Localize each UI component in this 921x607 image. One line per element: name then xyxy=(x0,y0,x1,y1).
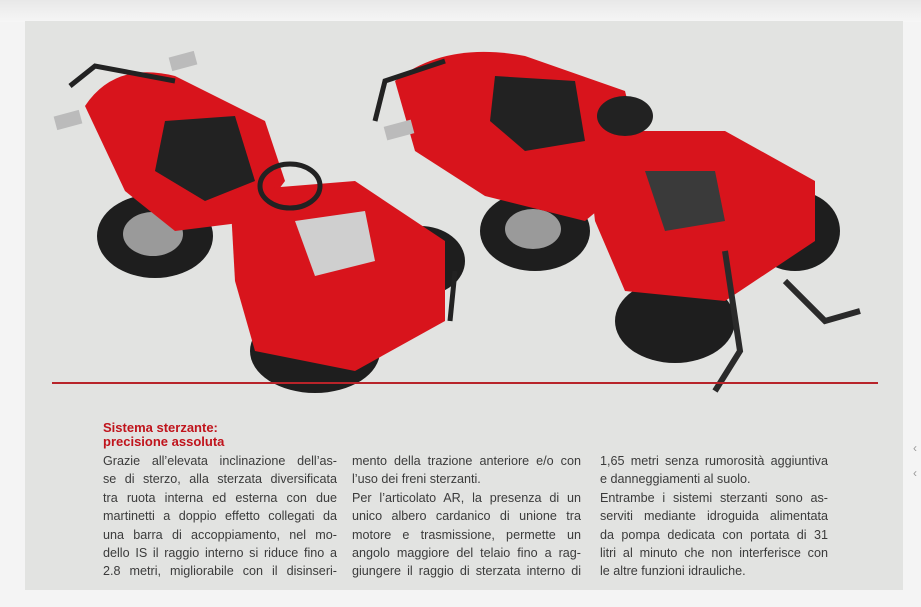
section-divider xyxy=(52,382,878,384)
text-line: unico albero cardanico di unione tra xyxy=(352,509,581,524)
text-line: angolo maggiore del telaio fino a rag- xyxy=(352,546,581,561)
top-shade xyxy=(0,0,921,22)
text-line: Grazie all’elevata inclinazione dell’as- xyxy=(103,454,337,468)
text-line: motore e trasmissione, permette un xyxy=(352,527,581,542)
text-line: le altre funzioni idrauliche. xyxy=(600,564,746,579)
tractor-is-image xyxy=(53,50,465,393)
text-line: 2.8 metri, migliorabile con il disinseri… xyxy=(103,564,337,579)
text-line: Per l’articolato AR, la presenza di un xyxy=(352,490,581,505)
text-line: serviti mediante idroguida alimentata xyxy=(600,509,828,524)
text-line: tra ruota interna ed esterna con due xyxy=(103,490,337,505)
magazine-page: Sistema sterzante: precisione assoluta G… xyxy=(25,21,903,590)
text-line: una barra di accoppiamento, nel mo- xyxy=(103,527,337,542)
text-column-1: Grazie all’elevata inclinazione dell’as-… xyxy=(103,452,337,581)
tractor-photos xyxy=(53,50,861,393)
tractor-ar-image xyxy=(372,51,861,393)
text-line: se di sterzo, alla sterzata diversificat… xyxy=(103,472,337,487)
text-line: da pompa dedicata con portata di 31 xyxy=(600,527,828,542)
heading-line-2: precisione assoluta xyxy=(103,434,225,449)
text-line: martinetti a doppio effetto collegati da xyxy=(103,509,337,524)
text-line: Entrambe i sistemi sterzanti sono as- xyxy=(600,490,828,505)
article-heading: Sistema sterzante: precisione assoluta xyxy=(103,421,224,449)
text-column-2: mento della trazione anteriore e/o con l… xyxy=(352,452,581,581)
next-page-edge-icon: ‹‹ xyxy=(913,441,917,480)
text-line: 1,65 metri senza rumorosità aggiuntiva xyxy=(600,454,828,468)
text-line: dello IS il raggio interno si riduce fin… xyxy=(103,546,337,561)
text-line: l’uso dei freni sterzanti. xyxy=(352,472,481,487)
text-line: mento della trazione anteriore e/o con xyxy=(352,454,581,468)
text-line: e danneggiamenti al suolo. xyxy=(600,472,751,487)
text-column-3: 1,65 metri senza rumorosità aggiuntiva e… xyxy=(600,452,828,581)
text-line: giungere il raggio di sterzata interno d… xyxy=(352,564,581,579)
text-line: litri al minuto che non interferisce con xyxy=(600,546,828,561)
heading-line-1: Sistema sterzante: xyxy=(103,420,218,435)
